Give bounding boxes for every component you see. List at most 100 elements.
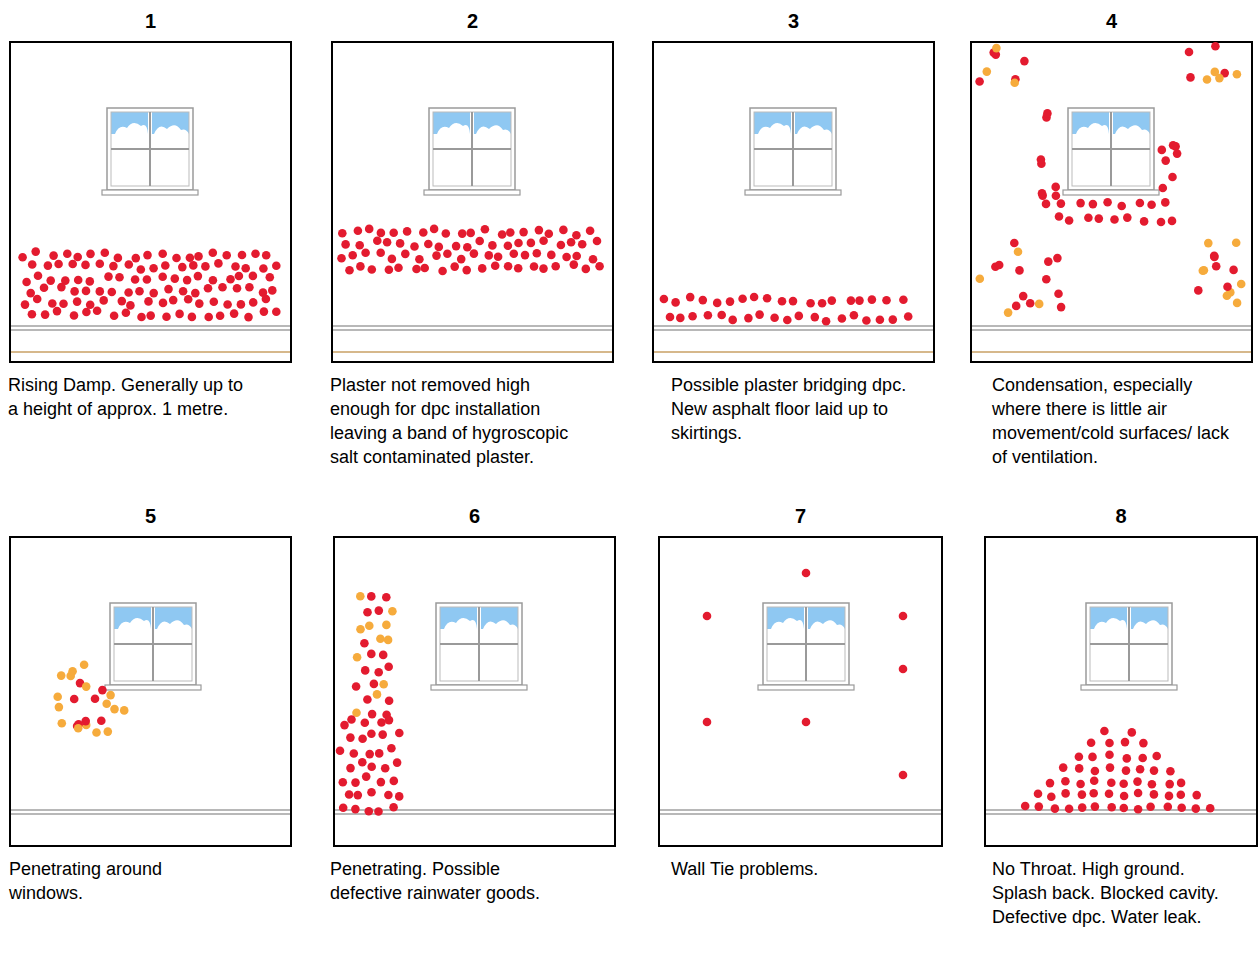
damp-dot <box>1204 239 1213 248</box>
window-frame <box>763 603 849 685</box>
damp-dot <box>379 680 388 689</box>
damp-dot <box>358 758 367 767</box>
damp-dot <box>353 653 362 662</box>
damp-dot <box>1134 789 1143 798</box>
damp-dot <box>1233 299 1242 308</box>
damp-dot <box>266 273 275 282</box>
damp-dot <box>1211 42 1220 51</box>
damp-dot <box>57 283 66 292</box>
floor-line <box>654 351 933 353</box>
damp-dot <box>104 272 113 281</box>
sky-pane <box>155 607 192 629</box>
sky-pane <box>474 112 511 134</box>
wall-space <box>985 534 1257 857</box>
damp-dot <box>1090 777 1099 786</box>
damp-dot <box>68 260 77 269</box>
damp-dot <box>1059 763 1068 772</box>
damp-dot <box>238 251 247 260</box>
damp-dot <box>1019 292 1028 301</box>
damp-dot <box>158 272 167 281</box>
damp-dot <box>514 264 523 273</box>
damp-dot <box>361 666 370 675</box>
damp-dot <box>337 254 346 263</box>
damp-dot <box>1089 789 1098 798</box>
wall-space <box>10 534 291 857</box>
panel-caption: Penetrating. Possible defective rainwate… <box>330 857 555 905</box>
damp-dot <box>183 276 192 285</box>
damp-dot <box>70 311 79 320</box>
damp-dot <box>222 251 231 260</box>
damp-dot <box>1021 802 1030 811</box>
window-frame <box>1068 108 1154 190</box>
damp-dot <box>1186 73 1195 82</box>
damp-dot <box>1229 266 1238 275</box>
damp-dot <box>86 277 95 286</box>
damp-dot <box>171 274 180 283</box>
window-frame <box>429 108 515 190</box>
damp-dot <box>750 293 759 302</box>
damp-dot <box>1105 790 1114 799</box>
damp-dot <box>226 275 235 284</box>
damp-dot <box>201 262 210 271</box>
damp-dot <box>676 314 685 323</box>
damp-dot <box>137 265 146 274</box>
damp-dot <box>346 733 355 742</box>
skirting-line <box>654 329 933 331</box>
damp-dot <box>1010 79 1019 88</box>
damp-dot <box>365 621 374 630</box>
damp-dot <box>744 314 753 323</box>
damp-dot <box>1051 804 1060 813</box>
damp-dot <box>795 312 804 321</box>
damp-dot <box>377 718 386 727</box>
damp-dot <box>356 625 365 634</box>
damp-dot <box>1012 302 1021 311</box>
damp-dot <box>802 569 811 578</box>
damp-dot <box>1110 215 1119 224</box>
window-pane-edge <box>440 607 518 681</box>
wall-space <box>653 39 934 373</box>
damp-dot <box>379 651 388 660</box>
damp-dot <box>828 296 837 305</box>
damp-dot <box>58 719 67 728</box>
damp-dot <box>53 692 62 701</box>
cloud <box>1133 620 1168 629</box>
sky-pane <box>808 607 845 629</box>
skirting-line <box>972 329 1251 331</box>
damp-dot <box>1128 728 1137 737</box>
damp-dot <box>1177 779 1186 788</box>
damp-dot <box>82 682 91 691</box>
damp-dot <box>1120 792 1129 801</box>
damp-dot <box>488 241 497 250</box>
damp-dot <box>137 313 146 322</box>
damp-dot <box>367 650 376 659</box>
damp-panel: 5Penetrating around windows. <box>10 498 291 905</box>
skirting-line <box>333 329 612 331</box>
damp-dot <box>1165 792 1174 801</box>
damp-dot <box>862 316 871 325</box>
damp-dot <box>395 792 404 801</box>
damp-dot <box>354 226 363 235</box>
damp-dot <box>868 295 877 304</box>
damp-dot <box>403 227 412 236</box>
damp-dot <box>365 225 374 234</box>
window-sill <box>102 190 198 195</box>
window-frame <box>107 108 193 190</box>
damp-dot <box>660 295 669 304</box>
damp-dot <box>204 284 213 293</box>
damp-dot <box>539 236 548 245</box>
damp-dot <box>855 296 864 305</box>
damp-dot <box>1091 802 1100 811</box>
damp-dot <box>384 662 393 671</box>
sky-pane <box>111 112 148 134</box>
damp-dot <box>586 227 595 236</box>
damp-dot <box>1164 803 1173 812</box>
damp-dot <box>521 251 530 260</box>
window-sill <box>758 685 854 690</box>
damp-dot <box>1206 804 1215 813</box>
window-pane-edge <box>767 607 845 681</box>
damp-dot <box>195 299 204 308</box>
damp-dot <box>457 255 466 264</box>
window-frame <box>110 603 196 685</box>
damp-dot <box>1054 289 1063 298</box>
damp-dot <box>1061 777 1070 786</box>
